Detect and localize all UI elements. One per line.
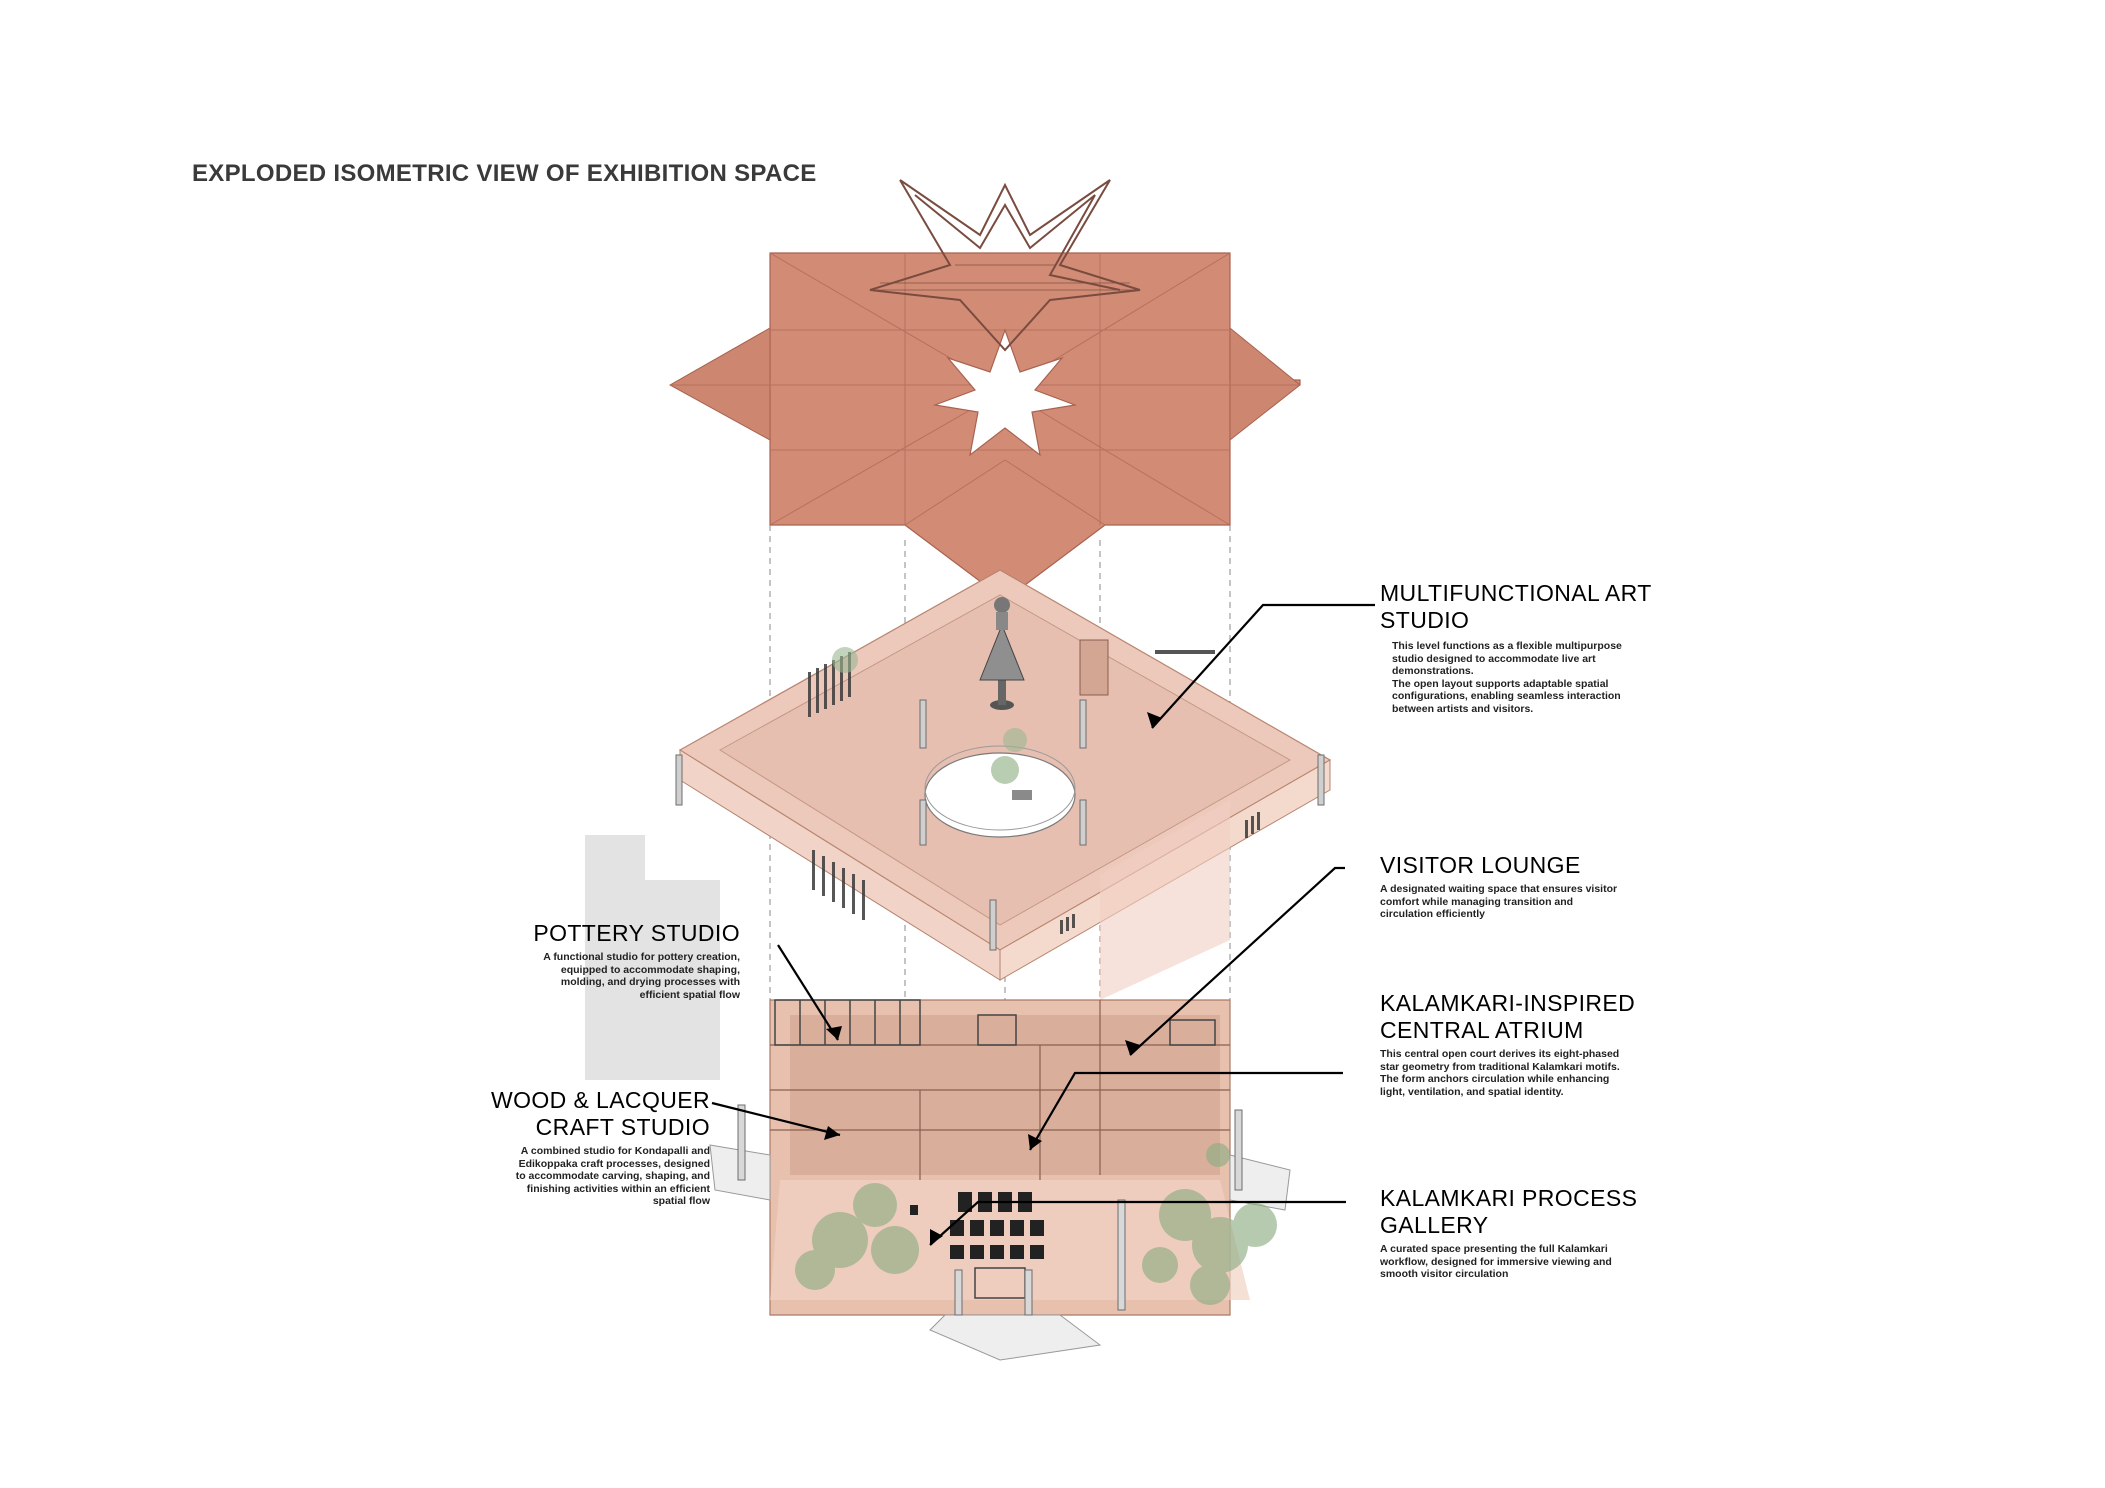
label-wood-lacquer-description: A combined studio for Kondapalli and Edi…	[450, 1145, 710, 1208]
heading-line: MULTIFUNCTIONAL ART	[1380, 580, 1652, 606]
desc-line: equipped to accommodate shaping,	[560, 963, 740, 976]
desc-line: comfort while managing transition and	[1380, 895, 1574, 908]
label-process-gallery-description: A curated space presenting the full Kala…	[1380, 1243, 1680, 1281]
desc-line: smooth visitor circulation	[1380, 1268, 1509, 1280]
trees	[795, 1143, 1277, 1305]
label-central-atrium-heading: KALAMKARI-INSPIRED CENTRAL ATRIUM	[1380, 990, 1680, 1044]
label-visitor-lounge-heading: VISITOR LOUNGE	[1380, 852, 1581, 878]
label-central-atrium: KALAMKARI-INSPIRED CENTRAL ATRIUM This c…	[1380, 990, 1680, 1098]
label-wood-lacquer-studio: WOOD & LACQUER CRAFT STUDIO A combined s…	[450, 1087, 710, 1208]
desc-line: spatial flow	[652, 1195, 710, 1207]
desc-line: workflow, designed for immersive viewing…	[1380, 1255, 1612, 1268]
ground-floor	[709, 999, 1291, 1361]
leader-arrowheads	[824, 712, 1162, 1245]
diagram-title: EXPLODED ISOMETRIC VIEW OF EXHIBITION SP…	[192, 160, 817, 187]
heading-line: CRAFT STUDIO	[535, 1114, 710, 1140]
label-art-studio-description: This level functions as a flexible multi…	[1392, 640, 1660, 715]
desc-line: This central open court derives its eigh…	[1380, 1048, 1620, 1060]
desc-line: star geometry from traditional Kalamkari…	[1380, 1060, 1620, 1073]
label-central-atrium-description: This central open court derives its eigh…	[1380, 1048, 1680, 1098]
desc-line: The form anchors circulation while enhan…	[1380, 1073, 1610, 1085]
desc-line: The open layout supports adaptable spati…	[1392, 677, 1609, 690]
heading-line: CENTRAL ATRIUM	[1380, 1017, 1584, 1043]
label-pottery-studio: POTTERY STUDIO A functional studio for p…	[480, 920, 740, 1001]
desc-line: between artists and visitors.	[1392, 702, 1534, 715]
desc-line: A designated waiting space that ensures …	[1380, 883, 1618, 895]
desc-line: circulation efficiently	[1380, 908, 1486, 920]
heading-line: STUDIO	[1380, 607, 1470, 633]
desc-line: configurations, enabling seamless intera…	[1392, 690, 1621, 702]
statue	[979, 597, 1025, 710]
desc-line: light, ventilation, and spatial identity…	[1380, 1085, 1564, 1098]
label-art-studio: MULTIFUNCTIONAL ART STUDIO This level fu…	[1380, 580, 1660, 715]
label-visitor-lounge: VISITOR LOUNGE A designated waiting spac…	[1380, 852, 1660, 921]
label-pottery-studio-heading: POTTERY STUDIO	[533, 920, 740, 946]
heading-line: KALAMKARI-INSPIRED	[1380, 990, 1636, 1016]
desc-line: finishing activities within an efficient	[526, 1182, 710, 1195]
star-roof	[668, 179, 1301, 601]
desc-line: Edikoppaka craft processes, designed	[518, 1157, 710, 1170]
desc-line: This level functions as a flexible multi…	[1392, 640, 1622, 652]
desc-line: demonstrations.	[1392, 665, 1474, 677]
desc-line: A functional studio for pottery creation…	[543, 951, 740, 963]
heading-line: KALAMKARI PROCESS	[1380, 1185, 1638, 1211]
label-wood-lacquer-heading: WOOD & LACQUER CRAFT STUDIO	[450, 1087, 710, 1141]
label-process-gallery: KALAMKARI PROCESS GALLERY A curated spac…	[1380, 1185, 1680, 1281]
desc-line: efficient spatial flow	[639, 988, 740, 1001]
desc-line: A combined studio for Kondapalli and	[520, 1145, 710, 1157]
heading-line: GALLERY	[1380, 1212, 1489, 1238]
label-art-studio-heading: MULTIFUNCTIONAL ART STUDIO	[1380, 580, 1660, 634]
heading-line: WOOD & LACQUER	[490, 1087, 710, 1113]
label-process-gallery-heading: KALAMKARI PROCESS GALLERY	[1380, 1185, 1680, 1239]
leader-lines	[711, 603, 1375, 1246]
desc-line: A curated space presenting the full Kala…	[1380, 1243, 1608, 1255]
desc-line: to accommodate carving, shaping, and	[515, 1170, 710, 1182]
background-shadow-shape	[585, 835, 720, 1080]
desc-line: molding, and drying processes with	[560, 976, 740, 988]
desc-line: studio designed to accommodate live art	[1392, 652, 1596, 665]
label-visitor-lounge-description: A designated waiting space that ensures …	[1380, 883, 1660, 921]
label-pottery-studio-description: A functional studio for pottery creation…	[480, 951, 740, 1001]
upper-floor-art-studio	[675, 569, 1332, 1000]
